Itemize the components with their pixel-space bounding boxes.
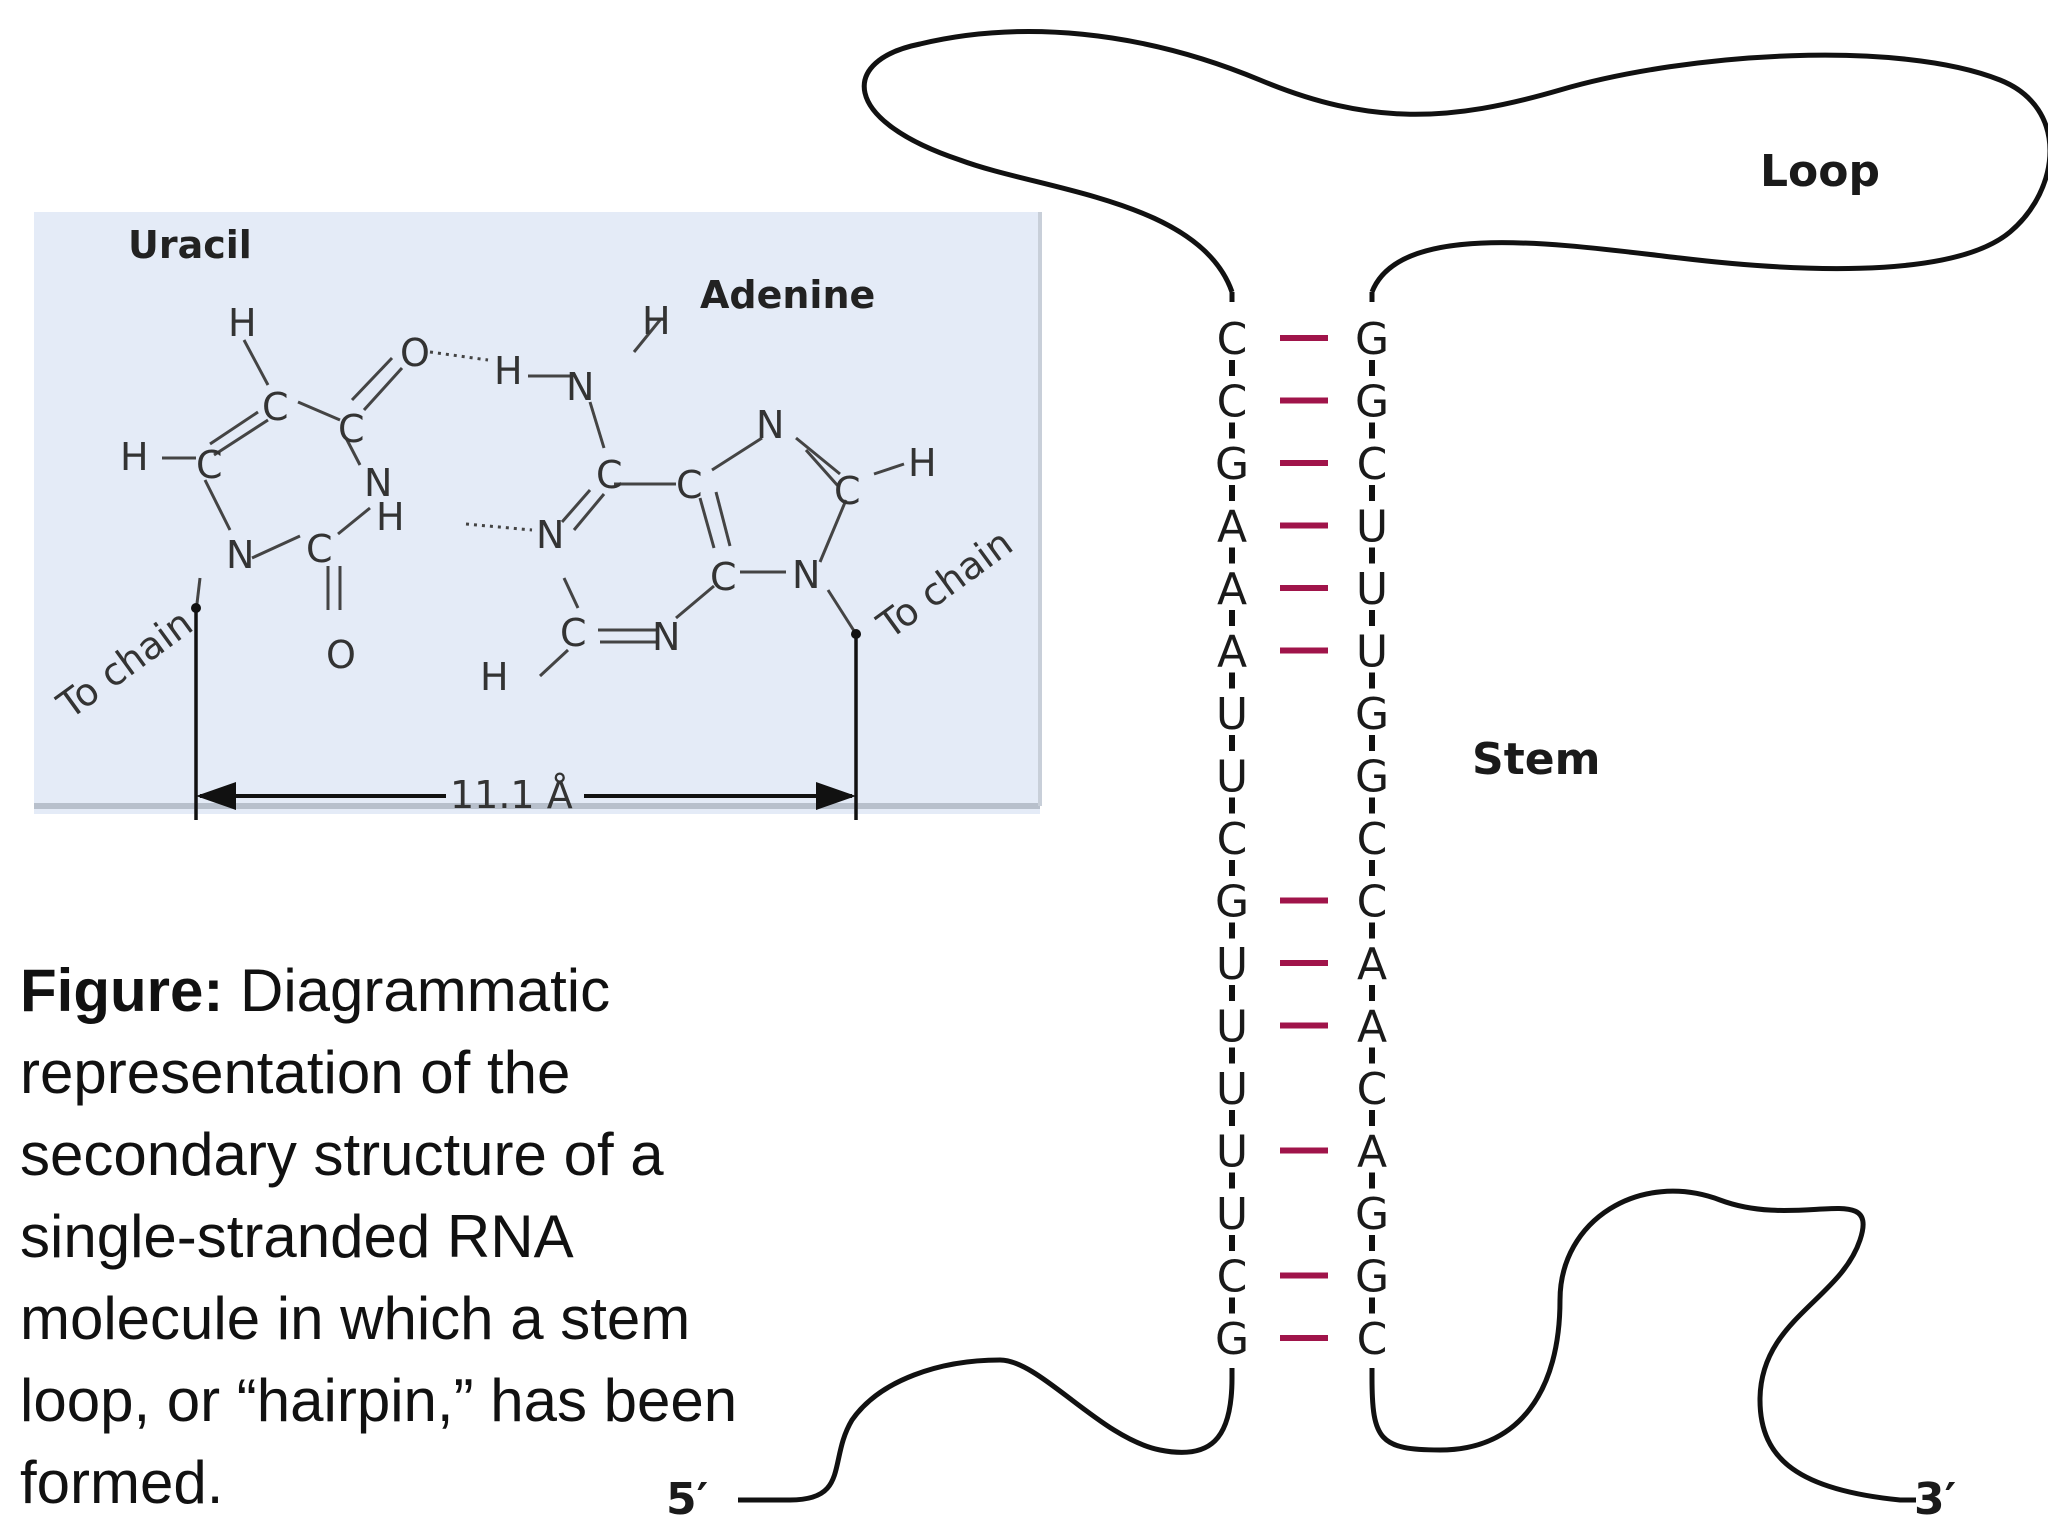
uracil-chain-point xyxy=(191,603,201,613)
svg-text:C: C xyxy=(306,527,333,571)
svg-text:N: N xyxy=(226,533,254,577)
svg-text:H: H xyxy=(908,441,937,485)
five-prime-tail xyxy=(738,1357,1235,1503)
left-strand-base: C xyxy=(1217,814,1248,865)
left-strand-base: U xyxy=(1216,1064,1248,1115)
left-strand-base: U xyxy=(1216,689,1248,740)
right-strand-base: C xyxy=(1357,1314,1388,1365)
left-strand-base: G xyxy=(1215,1314,1249,1365)
right-strand-base: G xyxy=(1355,377,1389,428)
left-strand-base: A xyxy=(1217,627,1247,678)
right-strand-base: C xyxy=(1357,439,1388,490)
left-strand-base: U xyxy=(1216,1127,1248,1178)
svg-text:H: H xyxy=(642,299,671,343)
left-strand-base: U xyxy=(1216,1002,1248,1053)
figure-caption: Figure: Diagrammatic representation of t… xyxy=(20,950,810,1524)
three-prime-label: 3′ xyxy=(1914,1474,1956,1525)
svg-text:C: C xyxy=(560,611,587,655)
svg-text:O: O xyxy=(326,633,356,677)
right-strand-base: U xyxy=(1356,627,1388,678)
right-strand-base: G xyxy=(1355,314,1389,365)
left-strand-base: U xyxy=(1216,752,1248,803)
right-strand-base: U xyxy=(1356,564,1388,615)
caption-lead: Figure: xyxy=(20,957,224,1024)
three-prime-tail xyxy=(1369,1188,1916,1503)
base-pair-inset: Uracil Adenine xyxy=(34,212,1042,820)
left-strand-base: A xyxy=(1217,564,1247,615)
right-strand-base: G xyxy=(1355,1189,1389,1240)
chemical-bonds xyxy=(162,319,905,678)
adenine-chain-point xyxy=(851,629,861,639)
right-strand-base: A xyxy=(1357,1002,1387,1053)
left-strand-base: G xyxy=(1215,877,1249,928)
svg-text:C: C xyxy=(196,443,223,487)
svg-text:H: H xyxy=(120,435,149,479)
right-strand-base: A xyxy=(1357,1127,1387,1178)
svg-text:C: C xyxy=(676,463,703,507)
svg-text:H: H xyxy=(228,301,257,345)
svg-text:N: N xyxy=(792,553,820,597)
svg-text:O: O xyxy=(400,331,430,375)
right-strand-base: G xyxy=(1355,1252,1389,1303)
left-strand-base: A xyxy=(1217,502,1247,553)
svg-text:H: H xyxy=(494,349,523,393)
right-strand-base: C xyxy=(1357,814,1388,865)
atom-labels: H H C C N C N C O O H H N H C N C N H C … xyxy=(120,299,937,699)
right-strand-base: A xyxy=(1357,939,1387,990)
right-strand-base: G xyxy=(1355,752,1389,803)
stem-label: Stem xyxy=(1472,734,1600,785)
five-prime-label: 5′ xyxy=(666,1474,708,1525)
svg-text:C: C xyxy=(834,469,861,513)
hydrogen-bonds xyxy=(429,350,533,532)
distance-label: 11.1 Å xyxy=(450,773,573,817)
svg-text:H: H xyxy=(376,495,405,539)
loop-curve xyxy=(861,29,2048,293)
svg-text:N: N xyxy=(364,461,392,505)
caption-text: Diagrammatic representation of the secon… xyxy=(20,957,738,1516)
adenine-label: Adenine xyxy=(700,273,875,317)
inset-background xyxy=(34,212,1040,814)
distance-ruler: 11.1 Å xyxy=(196,773,856,817)
svg-text:H: H xyxy=(480,655,509,699)
right-strand-base: G xyxy=(1355,689,1389,740)
left-strand-base: C xyxy=(1217,314,1248,365)
left-strand-base: G xyxy=(1215,439,1249,490)
svg-text:C: C xyxy=(338,407,365,451)
svg-text:N: N xyxy=(652,615,680,659)
svg-text:N: N xyxy=(536,513,564,557)
svg-text:C: C xyxy=(596,453,623,497)
uracil-label: Uracil xyxy=(128,223,252,267)
svg-text:N: N xyxy=(566,365,594,409)
left-strand-base: U xyxy=(1216,1189,1248,1240)
left-strand-base: C xyxy=(1217,377,1248,428)
left-strand-base: U xyxy=(1216,939,1248,990)
loop-label: Loop xyxy=(1760,146,1880,197)
right-strand-base: C xyxy=(1357,877,1388,928)
svg-text:N: N xyxy=(756,403,784,447)
svg-text:C: C xyxy=(710,555,737,599)
right-strand-base: U xyxy=(1356,502,1388,553)
right-strand-base: C xyxy=(1357,1064,1388,1115)
svg-text:C: C xyxy=(262,385,289,429)
chain-lines xyxy=(194,612,858,820)
left-strand-base: C xyxy=(1217,1252,1248,1303)
